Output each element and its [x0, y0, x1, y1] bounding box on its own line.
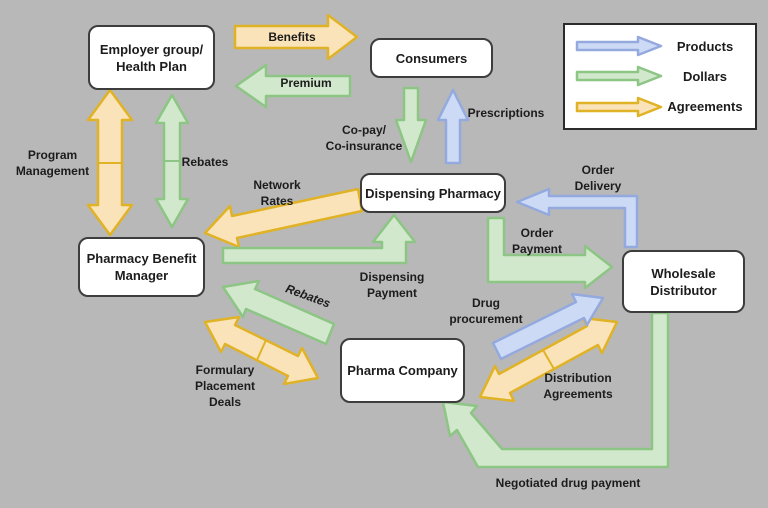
dispensing-payment-arrow — [221, 213, 417, 265]
network-rates-label: Network Rates — [253, 178, 301, 208]
node-label: Pharmacy Benefit — [86, 251, 197, 266]
node-dispensing-pharmacy: Dispensing Pharmacy — [360, 173, 506, 213]
benefits-label: Benefits — [268, 30, 316, 44]
order-payment-arrow — [486, 216, 614, 290]
prescriptions-label: Prescriptions — [467, 106, 545, 120]
node-label: Employer group/ — [99, 41, 204, 57]
node-employer-group-health-plan: Employer group/ Health Plan — [88, 25, 215, 90]
prescriptions-arrow — [436, 88, 470, 165]
node-label: Distributor — [650, 282, 717, 298]
legend-row-products: Products — [575, 35, 745, 57]
legend-label-products: Products — [676, 38, 734, 54]
agreements-arrow-icon — [575, 96, 663, 118]
order-delivery-label: Order Delivery — [574, 163, 622, 193]
legend-row-agreements: Agreements — [575, 96, 745, 118]
drug-procurement-label: Drug procurement — [449, 296, 523, 326]
legend-row-dollars: Dollars — [575, 65, 745, 87]
node-label: Dispensing Pharmacy — [365, 185, 501, 201]
distribution-arrow-seam — [542, 349, 555, 370]
order-payment-label: Order Payment — [511, 226, 563, 256]
node-label: Pharma Company — [347, 363, 458, 378]
node-label: Wholesale — [651, 265, 716, 281]
node-label: Consumers — [395, 50, 468, 66]
negotiated-drug-payment-label: Negotiated drug payment — [495, 476, 641, 490]
legend: Products Dollars Agreements — [563, 23, 757, 130]
legend-label-dollars: Dollars — [682, 68, 728, 84]
node-consumers: Consumers — [370, 38, 493, 78]
node-pharmacy-benefit-manager: Pharmacy Benefit Manager — [78, 237, 205, 297]
dollars-arrow-icon — [575, 66, 663, 87]
formulary-arrow-seam — [256, 339, 267, 361]
node-wholesale-distributor: Wholesale Distributor — [622, 250, 745, 313]
node-label: Health Plan — [116, 58, 187, 74]
node-label: Manager — [114, 268, 169, 283]
rebates-top-label: Rebates — [181, 155, 229, 169]
premium-label: Premium — [280, 76, 332, 90]
copay-coinsurance-label: Co-pay/ Co-insurance — [325, 123, 403, 153]
dispensing-payment-label: Dispensing Payment — [359, 270, 425, 300]
formulary-placement-deals-label: Formulary Placement Deals — [194, 363, 256, 409]
drug-procurement-arrow — [491, 292, 605, 361]
copay-arrow — [394, 86, 428, 164]
order-delivery-arrow — [515, 187, 639, 249]
distribution-agreements-label: Distribution Agreements — [543, 371, 613, 401]
rebates-diagonal-arrow — [221, 279, 336, 346]
products-arrow-icon — [575, 35, 663, 57]
network-rates-arrow — [203, 187, 364, 249]
benefits-arrow — [233, 13, 359, 61]
legend-label-agreements: Agreements — [667, 99, 743, 115]
premium-arrow — [234, 63, 352, 109]
program-management-label: Program Management — [15, 148, 90, 178]
negotiated-drug-payment-arrow — [441, 311, 670, 469]
node-pharma-company: Pharma Company — [340, 338, 465, 403]
